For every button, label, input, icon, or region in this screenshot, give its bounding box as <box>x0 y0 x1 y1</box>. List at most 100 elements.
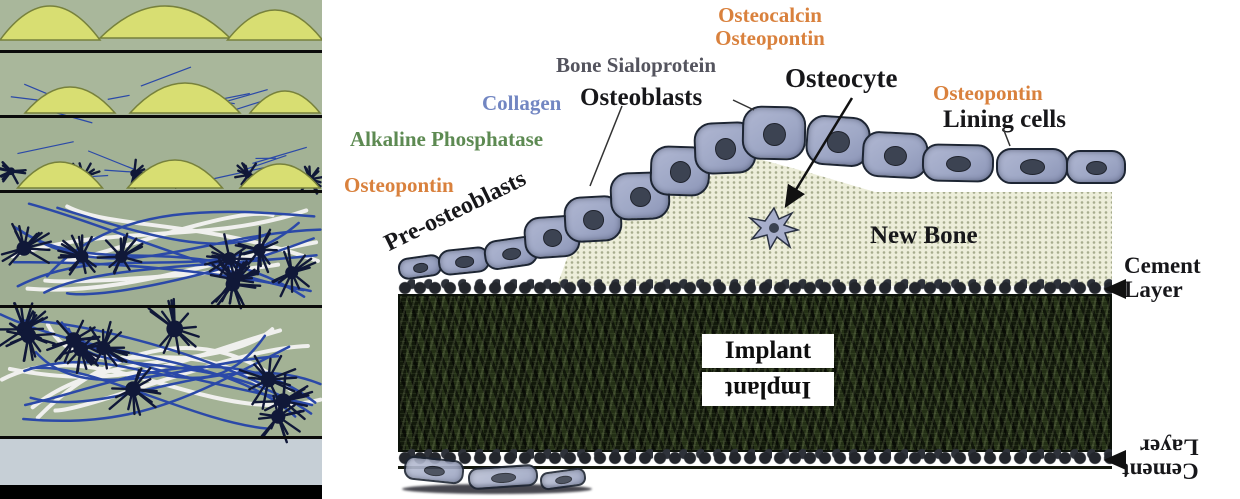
bottom-edge-line <box>398 466 1112 469</box>
cell-nucleus <box>883 145 908 167</box>
mineral-nodule-core <box>166 320 184 338</box>
mineral-mound <box>248 90 322 114</box>
label-alkaline-phosphatase: Alkaline Phosphatase <box>350 127 544 151</box>
band-separator-line <box>0 305 322 308</box>
mineral-mound <box>238 163 322 189</box>
mineral-nodule-core <box>130 169 139 178</box>
label-osteocalcin: Osteocalcin <box>718 3 822 27</box>
label-layer: Layer <box>1124 277 1183 303</box>
collagen-fiber <box>56 206 271 246</box>
osteoblast-cell <box>741 105 807 161</box>
cell-nucleus <box>555 474 573 485</box>
cell-nucleus <box>542 228 563 248</box>
label-cement-mirrored: Cement <box>1122 458 1199 484</box>
mineral-nodule-core <box>253 243 266 257</box>
band-separator-line <box>0 115 322 118</box>
mineral-nodule-core <box>125 381 141 397</box>
label-cement: Cement <box>1124 253 1201 278</box>
mineral-mound <box>0 5 102 41</box>
label-osteopontin-right: Osteopontin <box>933 81 1043 105</box>
collagen-fiber <box>22 345 291 423</box>
label-collagen: Collagen <box>482 91 562 115</box>
implant-label: Implant <box>724 337 812 364</box>
label-lining-cells: Lining cells <box>943 106 1066 133</box>
implant-label-mirrored: Implant <box>724 376 812 403</box>
cement-layer-top <box>398 278 1112 298</box>
collagen-fiber <box>27 202 305 292</box>
cell-nucleus <box>629 186 652 208</box>
collagen-scratch <box>107 94 130 100</box>
stage-band <box>0 439 322 485</box>
collagen-scratch <box>243 154 287 171</box>
osteoblast-cell <box>860 130 930 180</box>
cell-nucleus <box>1085 160 1107 176</box>
label-cement-layer-top: Cement Layer <box>1124 253 1201 303</box>
mineral-nodule-core <box>75 250 89 263</box>
label-cement-layer-bottom-mirrored: Cement Layer <box>1122 434 1199 484</box>
mineral-mound <box>23 86 117 114</box>
lining-cell <box>1066 150 1126 184</box>
mineral-nodule-core <box>20 328 37 344</box>
collagen-fiber <box>25 240 319 292</box>
osteoblasts-leader-line <box>589 105 623 187</box>
mineral-mound <box>128 82 242 114</box>
mineral-nodule-core <box>7 167 16 176</box>
collagen-fiber <box>53 343 310 413</box>
cell-nucleus <box>762 122 786 146</box>
mineral-mound <box>15 161 105 189</box>
collagen-fiber <box>29 366 269 430</box>
cell-nucleus <box>582 209 605 231</box>
cell-nucleus <box>454 255 475 269</box>
implant-block <box>398 294 1112 452</box>
collagen-fiber <box>16 227 322 260</box>
cell-nucleus <box>826 130 851 154</box>
collagen-fiber <box>65 204 320 263</box>
label-osteopontin-top: Osteopontin <box>715 26 825 51</box>
cell-nucleus <box>1019 159 1045 175</box>
label-osteopontin-left: Osteopontin <box>344 173 454 197</box>
cell-nucleus <box>412 262 430 274</box>
cell-nucleus <box>669 160 692 184</box>
mineral-nodule-core <box>260 371 277 388</box>
cell-nucleus <box>714 137 737 161</box>
collagen-fiber <box>65 237 315 296</box>
mineral-nodule-core <box>16 240 32 256</box>
label-new-bone: New Bone <box>870 222 978 249</box>
collagen-fiber <box>23 365 317 407</box>
label-osteocyte: Osteocyte <box>785 63 898 93</box>
mineral-nodule-core <box>226 271 241 287</box>
mineral-nodule-core <box>66 332 82 348</box>
mineral-mound <box>98 5 232 39</box>
mineral-nodule-core <box>96 340 111 356</box>
mineral-nodule-core <box>223 252 236 265</box>
mineralization-stages-panel <box>0 0 322 499</box>
collagen-scratch <box>228 89 268 102</box>
mirrored-cell <box>402 454 466 486</box>
collagen-scratch <box>87 150 141 173</box>
cell-nucleus <box>501 246 522 262</box>
lining-cell <box>996 148 1068 184</box>
band-separator-line <box>0 50 322 53</box>
bottom-reflection-smudge <box>402 484 592 494</box>
collagen-scratch <box>252 146 307 164</box>
mineral-nodule-core <box>271 409 286 424</box>
collagen-scratch <box>213 166 266 180</box>
cell-nucleus <box>423 464 446 478</box>
label-osteocalcin-osteopontin: Osteocalcin Osteopontin <box>690 3 850 51</box>
osteocyte-nucleus <box>769 223 779 233</box>
osteocyte-cell <box>748 206 800 250</box>
panel-bottom-bar <box>0 485 322 499</box>
collagen-fiber <box>16 221 300 288</box>
label-bone-sialoprotein: Bone Sialoprotein <box>556 53 717 77</box>
mineral-nodule-core <box>285 266 299 280</box>
lining-cell <box>921 143 995 183</box>
mineral-nodule-core <box>115 250 128 263</box>
band-separator-line <box>0 436 322 439</box>
cement-layer-bottom <box>398 448 1112 468</box>
collagen-scratch <box>140 66 192 87</box>
band-separator-line <box>0 190 322 193</box>
collagen-fiber <box>21 319 269 389</box>
implant-label-box: Implant <box>702 334 834 368</box>
collagen-scratch <box>17 141 74 155</box>
